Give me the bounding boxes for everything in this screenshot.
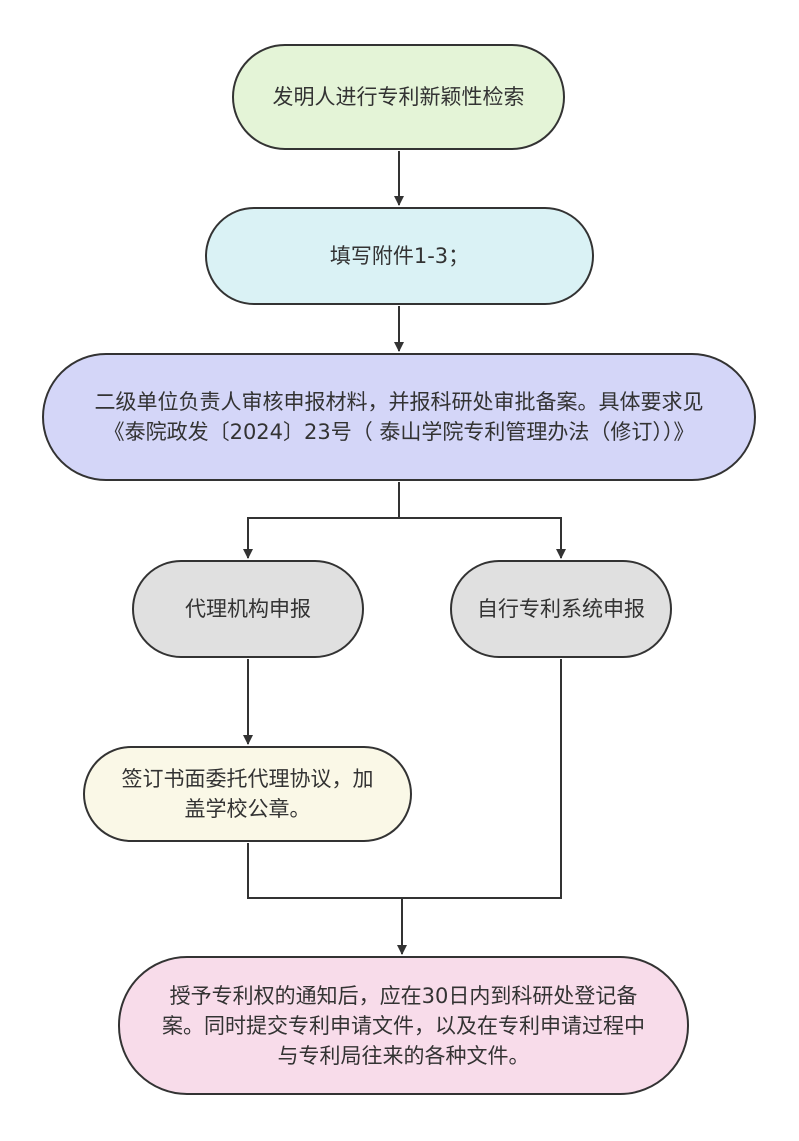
review-approval-node: 二级单位负责人审核申报材料，并报科研处审批备案。具体要求见 《泰院政发〔2024… [42, 353, 756, 481]
agreement-text: 签订书面委托代理协议，加盖学校公章。 [121, 767, 374, 821]
edge-self-to-grant [402, 659, 562, 899]
agency-filing-text: 代理机构申报 [185, 597, 311, 621]
novelty-search-node: 发明人进行专利新颖性检索 [232, 44, 565, 150]
fill-attachments-text: 填写附件1-3； [329, 244, 470, 268]
review-approval-line2: 《泰院政发〔2024〕23号（ 泰山学院专利管理办法（修订））》 [103, 420, 695, 444]
novelty-search-text: 发明人进行专利新颖性检索 [272, 85, 525, 109]
self-filing-node: 自行专利系统申报 [450, 560, 672, 658]
review-approval-line1: 二级单位负责人审核申报材料，并报科研处审批备案。具体要求见 [94, 390, 704, 414]
agency-filing-node: 代理机构申报 [132, 560, 364, 658]
edge-review-to-agency [243, 482, 400, 559]
edge-review-to-self [399, 517, 566, 559]
self-filing-text: 自行专利系统申报 [477, 597, 645, 621]
edge-agreement-to-grant [247, 843, 407, 955]
fill-attachments-node: 填写附件1-3； [205, 207, 594, 305]
after-grant-text: 授予专利权的通知后，应在30日内到科研处登记备案。同时提交专利申请文件，以及在专… [162, 983, 645, 1068]
after-grant-node: 授予专利权的通知后，应在30日内到科研处登记备案。同时提交专利申请文件，以及在专… [118, 956, 689, 1095]
agreement-node: 签订书面委托代理协议，加盖学校公章。 [83, 746, 412, 842]
